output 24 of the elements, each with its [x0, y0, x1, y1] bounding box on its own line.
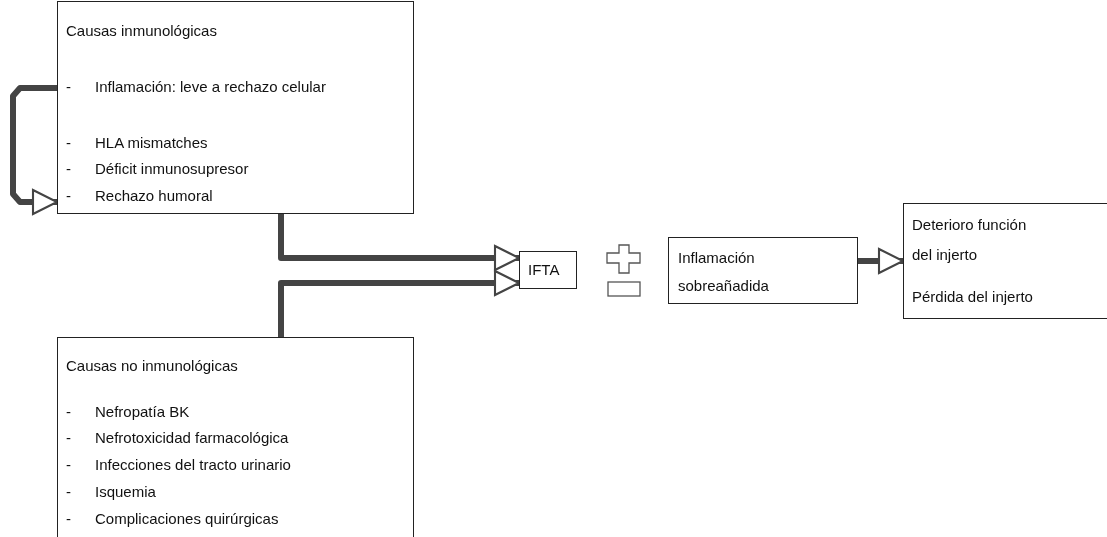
list-item: - Rechazo humoral: [66, 186, 213, 206]
list-item: - Nefropatía BK: [66, 402, 190, 422]
text-box: [668, 237, 858, 304]
box-heading: Causas inmunológicas: [66, 21, 217, 41]
block-arrow: [10, 85, 59, 216]
box-text: IFTA: [528, 260, 560, 280]
block-arrow: [278, 214, 521, 272]
list-item: - Nefrotoxicidad farmacológica: [66, 428, 289, 448]
list-item: - Déficit inmunosupresor: [66, 159, 249, 179]
block-arrow: [278, 269, 521, 337]
box-text: Deterioro función del injerto: [912, 215, 1028, 265]
box-text: Pérdida del injerto: [912, 287, 1033, 307]
box-heading: Causas no inmunológicas: [66, 356, 238, 376]
block-arrow: [858, 247, 905, 275]
text-box: [903, 203, 1107, 319]
text-box: [519, 251, 577, 289]
box-text: Inflamación sobreañadida: [678, 248, 770, 296]
text-box: [57, 337, 414, 537]
text-box: [57, 1, 414, 214]
list-item: - Infecciones del tracto urinario: [66, 455, 291, 475]
list-item: - Inflamación: leve a rechazo celular: [66, 77, 326, 97]
list-item: - Isquemia: [66, 482, 156, 502]
list-item: - HLA mismatches: [66, 133, 208, 153]
list-item: - Complicaciones quirúrgicas: [66, 509, 279, 529]
